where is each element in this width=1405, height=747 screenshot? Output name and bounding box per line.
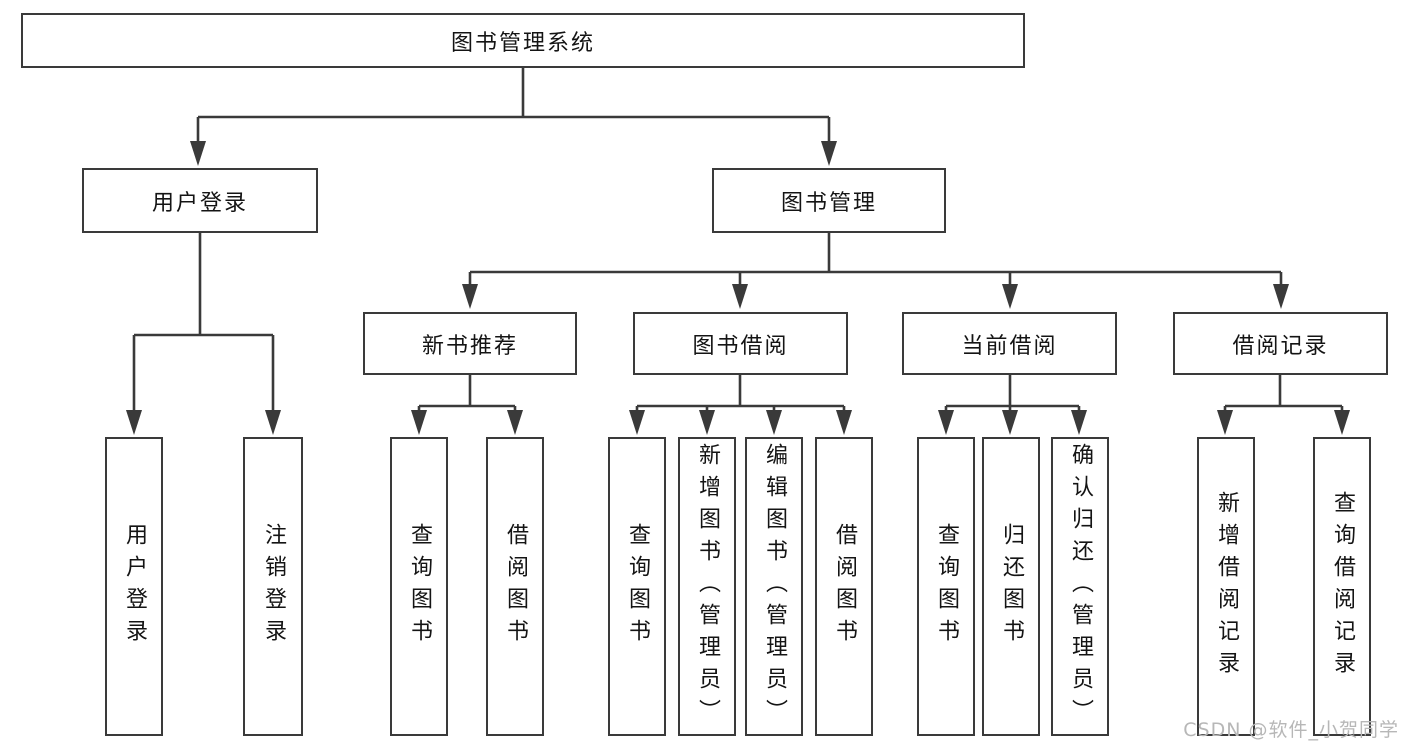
leaf-nbr-borrow-book: 借阅图书 [486, 437, 544, 736]
node-current-borrow: 当前借阅 [902, 312, 1117, 375]
leaf-nbr-query-book: 查询图书 [390, 437, 448, 736]
node-book-management: 图书管理 [712, 168, 946, 233]
node-borrow-record: 借阅记录 [1173, 312, 1388, 375]
node-book-borrow: 图书借阅 [633, 312, 848, 375]
arrowhead-icons [126, 141, 1350, 435]
leaf-bb-add-book-admin: 新增图书（管理员） [678, 437, 736, 736]
leaf-cb-query-book: 查询图书 [917, 437, 975, 736]
leaf-br-query-record: 查询借阅记录 [1313, 437, 1371, 736]
leaf-br-add-record: 新增借阅记录 [1197, 437, 1255, 736]
leaf-bb-borrow-book: 借阅图书 [815, 437, 873, 736]
leaf-cb-confirm-return-admin: 确认归还（管理员） [1051, 437, 1109, 736]
leaf-logout-login: 注销登录 [243, 437, 303, 736]
leaf-cb-return-book: 归还图书 [982, 437, 1040, 736]
node-new-book-recommend: 新书推荐 [363, 312, 577, 375]
node-root: 图书管理系统 [21, 13, 1025, 68]
leaf-bb-edit-book-admin: 编辑图书（管理员） [745, 437, 803, 736]
node-user-login: 用户登录 [82, 168, 318, 233]
leaf-bb-query-book: 查询图书 [608, 437, 666, 736]
leaf-user-login: 用户登录 [105, 437, 163, 736]
watermark: CSDN @软件_小贺同学 [1183, 719, 1399, 741]
